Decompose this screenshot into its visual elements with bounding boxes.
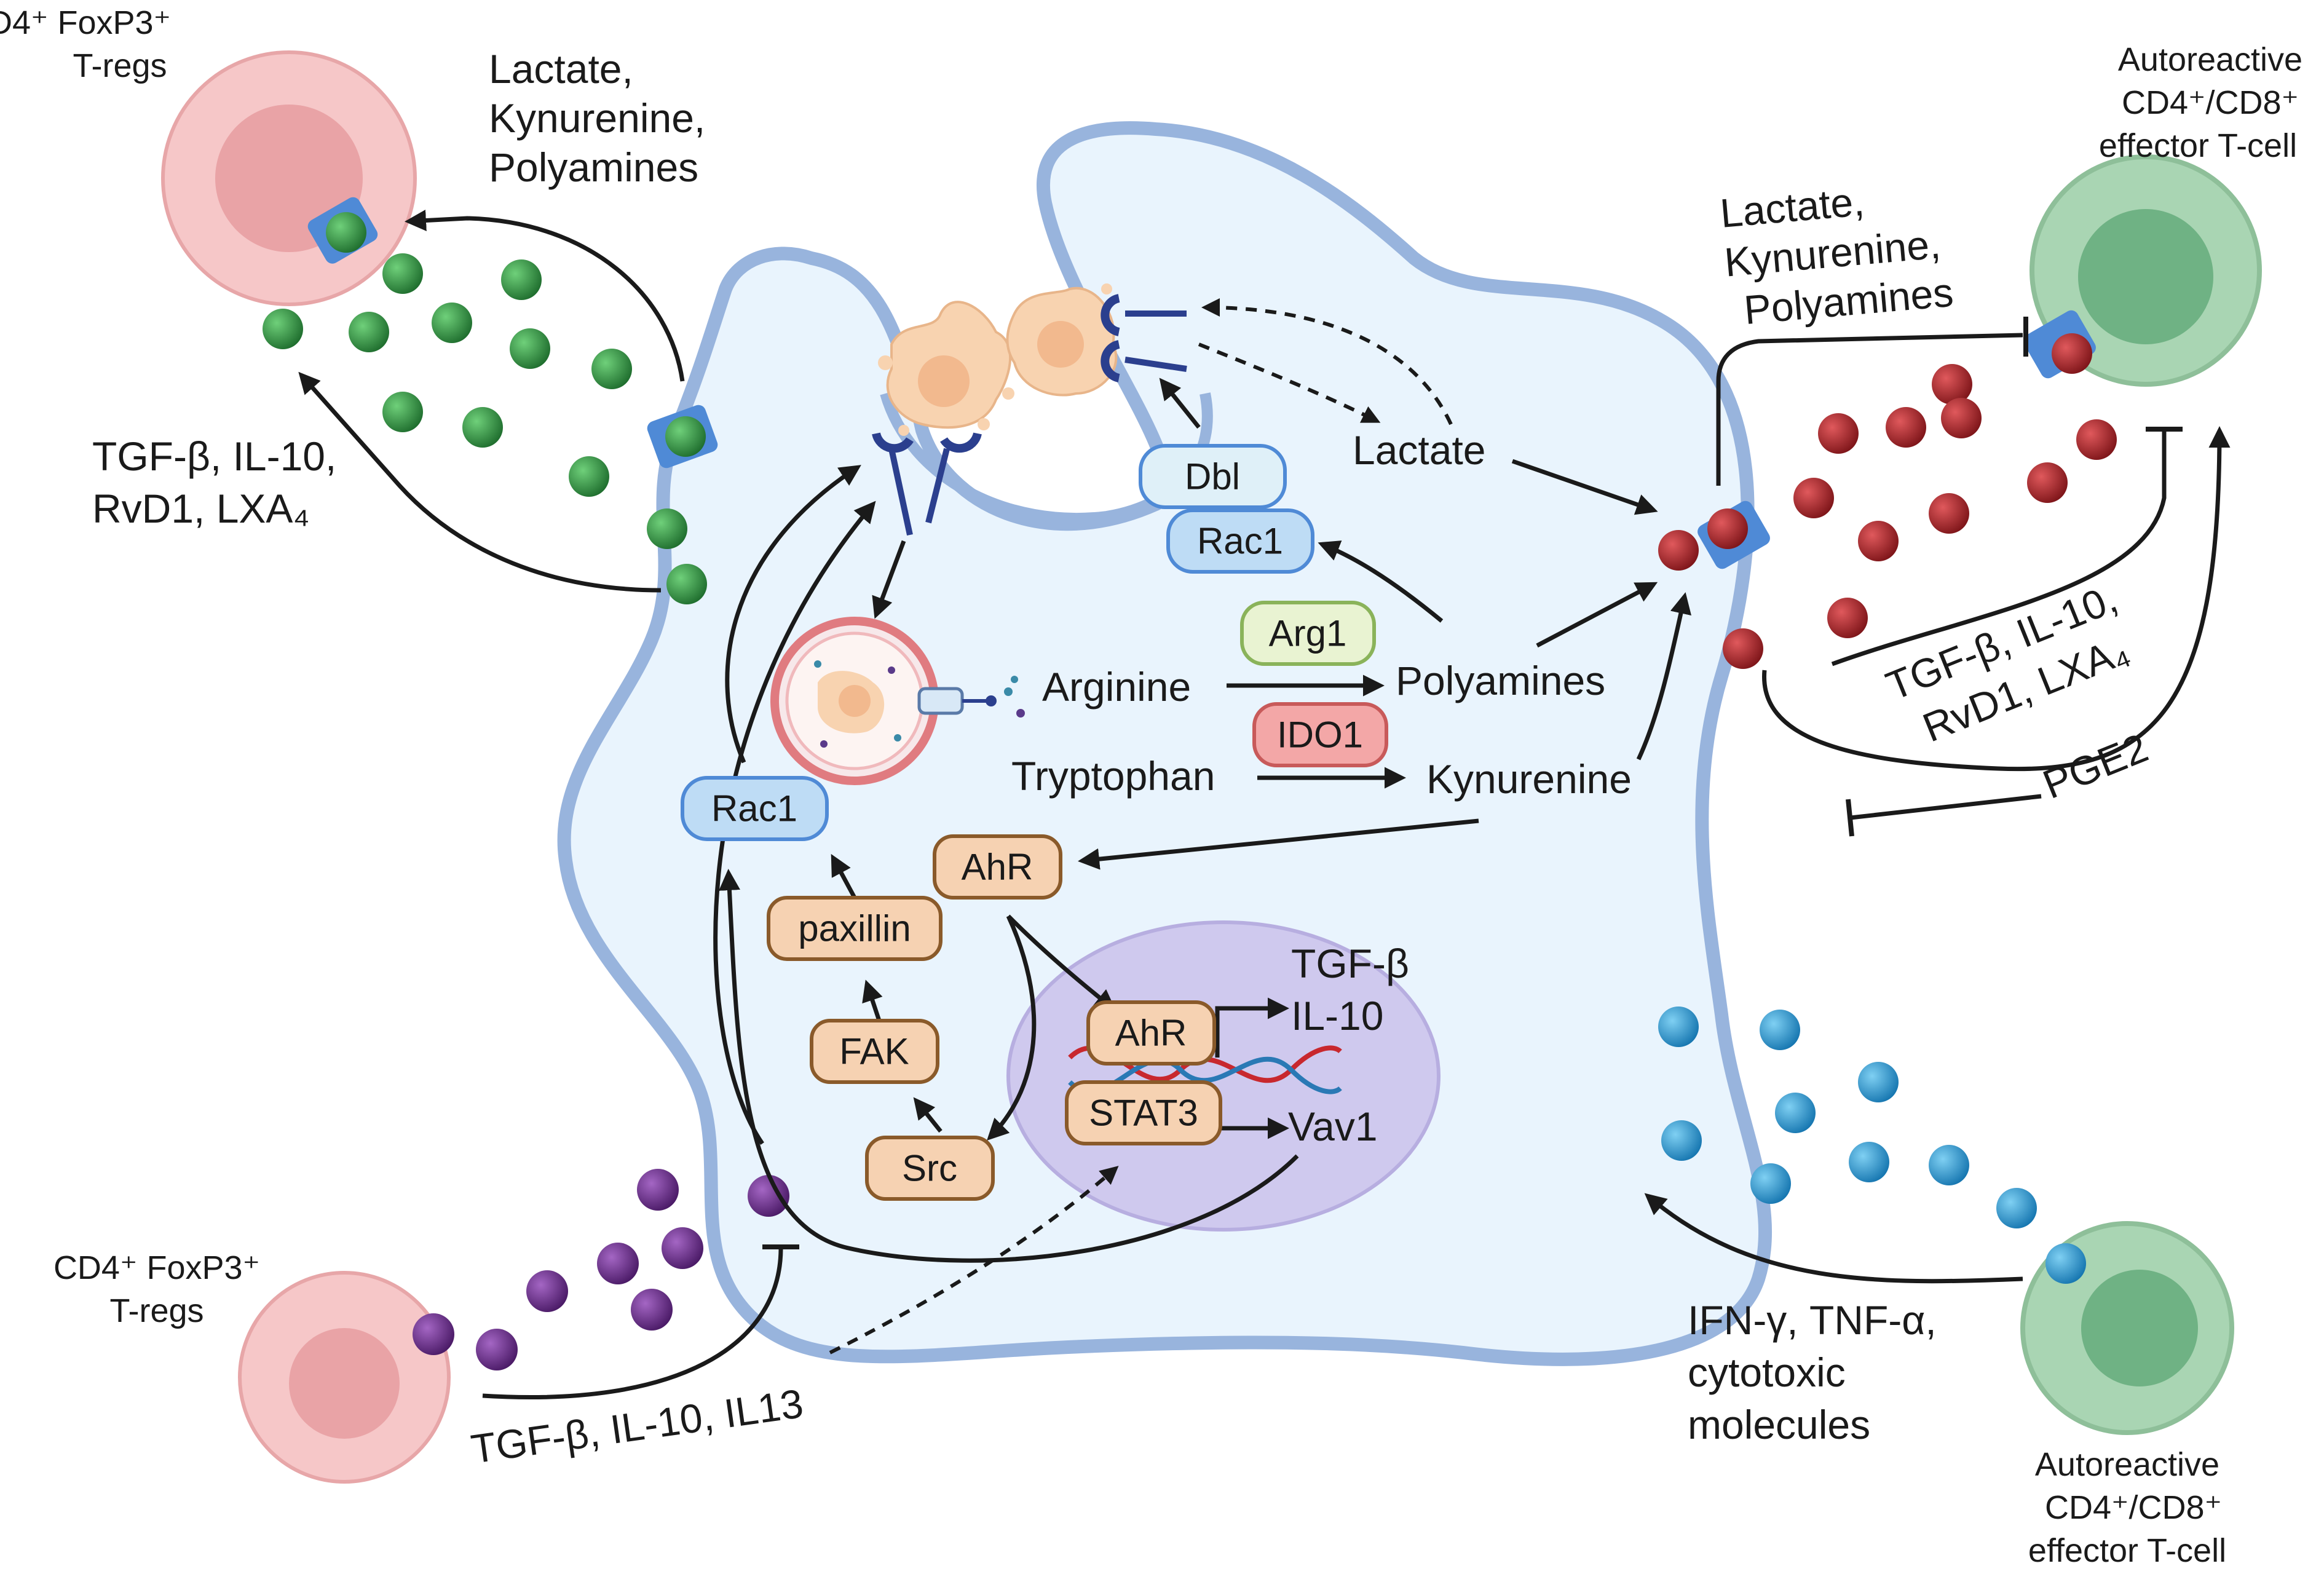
treg-bottom-label-1: CD4⁺ FoxP3⁺ (53, 1249, 260, 1286)
bottom-left-cytokines: TGF-β, IL-10, IL13 (468, 1380, 806, 1472)
svg-text:Dbl: Dbl (1185, 456, 1240, 497)
effector-bottom-label-3: effector T-cell (2028, 1532, 2226, 1569)
svg-text:Src: Src (902, 1148, 957, 1189)
treg-top-label-2: T-regs (73, 47, 167, 84)
box-ahr: AhR (933, 834, 1062, 900)
svg-text:paxillin: paxillin (798, 908, 911, 949)
box-rac1-left: Rac1 (681, 776, 829, 841)
treg-top-label-1: CD4⁺ FoxP3⁺ (0, 4, 171, 41)
svg-text:Rac1: Rac1 (1197, 521, 1283, 562)
svg-text:STAT3: STAT3 (1089, 1093, 1198, 1134)
apoptotic-cell-left (878, 301, 1011, 436)
effector-bottom-label-2: CD4⁺/CD8⁺ (2045, 1489, 2222, 1526)
blue-molecules (1658, 1006, 2086, 1284)
box-ido1: IDO1 (1252, 702, 1388, 767)
red-molecules (1658, 333, 2117, 669)
green-molecules (263, 212, 707, 604)
svg-text:AhR: AhR (1115, 1013, 1187, 1054)
box-src: Src (865, 1136, 995, 1201)
box-stat3: STAT3 (1065, 1080, 1222, 1145)
box-fak: FAK (810, 1019, 939, 1084)
left-cytokines-1: TGF-β, IL-10, (92, 433, 336, 479)
phagosome (770, 617, 1025, 785)
effector-top-label-2: CD4⁺/CD8⁺ (2122, 84, 2299, 121)
box-arg1: Arg1 (1240, 601, 1376, 666)
effector-top-label-1: Autoreactive (2118, 41, 2302, 78)
svg-text:IDO1: IDO1 (1277, 714, 1363, 756)
apoptotic-cell-right (1002, 283, 1118, 400)
svg-text:AhR: AhR (962, 847, 1034, 888)
bottom-right-effectors-2: cytotoxic (1688, 1350, 1846, 1395)
box-rac1-top: Rac1 (1166, 508, 1314, 574)
right-metabolites-1: Lactate, (1718, 178, 1866, 236)
left-cytokines-2: RvD1, LXA₄ (92, 486, 309, 531)
box-dbl: Dbl (1139, 444, 1287, 509)
treg-bottom-label-2: T-regs (109, 1292, 204, 1329)
bottom-right-effectors-1: IFN-γ, TNF-α, (1688, 1297, 1937, 1343)
vav1-label: Vav1 (1288, 1104, 1378, 1149)
top-left-metabolites-2: Kynurenine, (489, 95, 705, 141)
il10-label: IL-10 (1291, 993, 1383, 1038)
lactate-label: Lactate (1353, 427, 1486, 473)
top-left-metabolites-3: Polyamines (489, 144, 698, 190)
treg-cell-bottom (238, 1271, 451, 1484)
treg-cell-top (161, 50, 417, 306)
kynurenine-label: Kynurenine (1426, 756, 1632, 802)
bottom-right-effectors-3: molecules (1688, 1402, 1870, 1447)
svg-text:FAK: FAK (839, 1031, 909, 1072)
box-ahr-nucleus: AhR (1086, 1000, 1216, 1066)
box-paxillin: paxillin (767, 896, 943, 961)
effector-bottom-label-1: Autoreactive (2035, 1446, 2219, 1483)
pathway-arrows (298, 210, 2231, 1400)
effector-cell-top (2030, 154, 2262, 387)
top-left-metabolites-1: Lactate, (489, 46, 633, 92)
tgfb-label: TGF-β (1291, 941, 1409, 986)
arginine-label: Arginine (1042, 664, 1191, 710)
svg-text:Arg1: Arg1 (1269, 613, 1347, 654)
svg-text:Rac1: Rac1 (711, 788, 797, 829)
pge2-label: PGE2 (2037, 724, 2154, 807)
effector-top-label-3: effector T-cell (2099, 127, 2297, 164)
tryptophan-label: Tryptophan (1011, 753, 1215, 799)
polyamines-label: Polyamines (1396, 658, 1605, 703)
phagocytic-receptors (872, 294, 1187, 536)
purple-molecules (413, 1169, 789, 1370)
